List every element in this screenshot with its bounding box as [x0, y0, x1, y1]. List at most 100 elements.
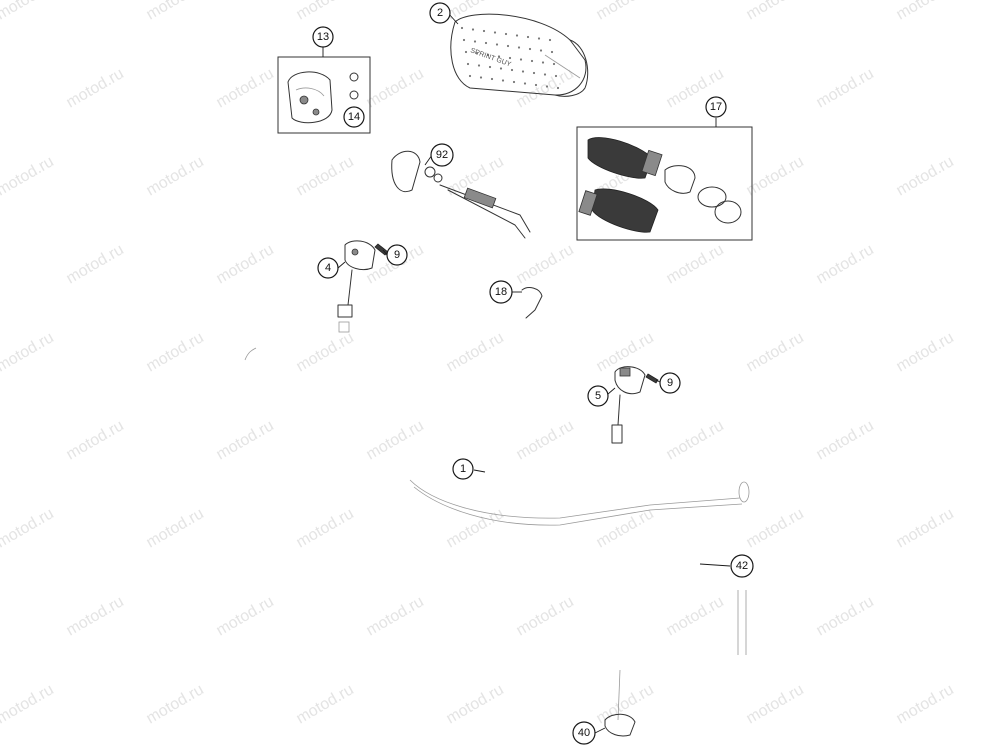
foam-dot — [504, 32, 508, 36]
watermark-text: motod.ru — [294, 505, 357, 551]
foam-dot — [554, 74, 558, 78]
watermark-text: motod.ru — [594, 0, 657, 23]
foam-dot — [468, 74, 472, 78]
part-screws-42[interactable] — [737, 590, 747, 655]
foam-dot — [488, 65, 492, 69]
watermark-text: motod.ru — [814, 65, 877, 111]
watermark-text: motod.ru — [294, 681, 357, 727]
callout-42[interactable]: 42 — [730, 554, 754, 578]
watermark-text: motod.ru — [214, 593, 277, 639]
callout-label: 42 — [736, 560, 748, 572]
foam-dot — [528, 47, 532, 51]
part-switch-5[interactable] — [611, 366, 646, 444]
watermark-text: motod.ru — [0, 329, 57, 375]
watermark-text: motod.ru — [364, 593, 427, 639]
watermark-text: motod.ru — [444, 0, 507, 23]
watermark-text: motod.ru — [0, 681, 57, 727]
foam-dot — [539, 49, 543, 52]
watermark-text: motod.ru — [744, 505, 807, 551]
foam-dot — [486, 53, 490, 57]
callout-1[interactable]: 1 — [452, 458, 474, 480]
watermark-text: motod.ru — [364, 65, 427, 111]
watermark-text: motod.ru — [144, 505, 207, 551]
watermark-text: motod.ru — [514, 241, 577, 287]
watermark-text: motod.ru — [664, 241, 727, 287]
callout-14[interactable]: 14 — [343, 106, 365, 128]
part-grips-17[interactable] — [578, 137, 742, 233]
foam-dot — [477, 64, 481, 67]
callout-2[interactable]: 2 — [429, 2, 451, 24]
watermark-text: motod.ru — [214, 417, 277, 463]
foam-dot — [532, 71, 536, 75]
part-clamp-13[interactable] — [287, 71, 359, 124]
callout-4[interactable]: 4 — [317, 257, 339, 279]
watermark-text: motod.ru — [144, 681, 207, 727]
foam-dot — [537, 37, 541, 40]
callout-label: 17 — [710, 101, 722, 113]
part-handlebar-1[interactable] — [409, 479, 750, 526]
callout-label: 18 — [495, 286, 507, 298]
callout-label: 4 — [325, 262, 331, 274]
stray-line-fragment — [244, 347, 257, 361]
foam-dot — [515, 34, 519, 37]
group-box-13 — [277, 56, 371, 134]
callout-17[interactable]: 17 — [705, 96, 727, 118]
watermark-text: motod.ru — [594, 681, 657, 727]
foam-dot — [521, 70, 525, 73]
watermark-text: motod.ru — [0, 505, 57, 551]
part-cable-tie-18[interactable] — [521, 287, 543, 319]
foam-dot — [484, 41, 488, 45]
watermark-text: motod.ru — [144, 153, 207, 199]
callout-9-right[interactable]: 9 — [659, 372, 681, 394]
foam-dot — [479, 76, 483, 79]
foam-dot — [501, 79, 505, 82]
foam-dot — [530, 59, 534, 63]
callout-label: 1 — [460, 463, 466, 475]
watermark-text: motod.ru — [144, 329, 207, 375]
watermark-text: motod.ru — [294, 0, 357, 23]
part-switch-4[interactable] — [337, 240, 376, 333]
foam-dot — [552, 62, 556, 66]
callout-18[interactable]: 18 — [489, 280, 513, 304]
foam-texture — [460, 26, 560, 90]
watermark-text: motod.ru — [814, 417, 877, 463]
foam-dot — [541, 61, 545, 64]
watermark-text: motod.ru — [744, 153, 807, 199]
callout-label: 2 — [437, 7, 443, 19]
watermark-text: motod.ru — [144, 0, 207, 23]
foam-dot — [512, 80, 516, 84]
watermark-text: motod.ru — [294, 329, 357, 375]
foam-dot — [517, 46, 521, 49]
part-screw-9-right[interactable] — [645, 373, 659, 384]
callout-92[interactable]: 92 — [430, 143, 454, 167]
callout-13[interactable]: 13 — [312, 26, 334, 48]
foam-dot — [499, 67, 503, 70]
watermark-text: motod.ru — [664, 417, 727, 463]
watermark-text: motod.ru — [444, 505, 507, 551]
callout-5[interactable]: 5 — [587, 385, 609, 407]
watermark-text: motod.ru — [744, 0, 807, 23]
watermark-text: motod.ru — [444, 329, 507, 375]
foam-dot — [526, 35, 530, 39]
callout-label: 9 — [394, 249, 400, 261]
watermark-text: motod.ru — [814, 593, 877, 639]
foam-dot — [497, 55, 501, 58]
part-throttle-92[interactable] — [391, 150, 531, 239]
foam-dot — [495, 43, 499, 46]
foam-dot — [462, 38, 466, 42]
watermark-text: motod.ru — [744, 681, 807, 727]
foam-dot — [473, 40, 477, 43]
watermark-text: motod.ru — [444, 681, 507, 727]
foam-dot — [482, 29, 486, 33]
watermark-text: motod.ru — [894, 681, 957, 727]
watermark-text: motod.ru — [364, 417, 427, 463]
callout-9-left[interactable]: 9 — [386, 244, 408, 266]
watermark-text: motod.ru — [664, 593, 727, 639]
watermark-text: motod.ru — [514, 593, 577, 639]
group-box-17 — [576, 126, 753, 241]
part-clamp-40[interactable] — [604, 669, 636, 737]
watermark-text: motod.ru — [294, 153, 357, 199]
callout-40[interactable]: 40 — [572, 721, 596, 745]
